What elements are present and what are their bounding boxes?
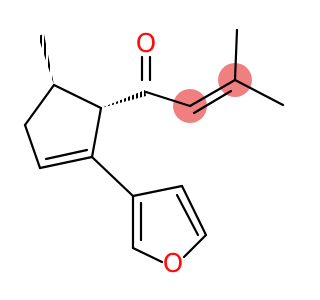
acyl-hashed-wedge [101,90,146,108]
furan-bond-c5-o [182,233,208,259]
furan-bond-c4-c5 [180,184,208,237]
alpha-beta-double-bond-outer [188,78,237,108]
methyl-hashed-wedge [38,34,54,85]
ring-bond-c3-c4 [23,123,42,170]
ring-to-furan-bond [90,155,135,198]
ring-bond-c1-c2 [90,106,103,159]
furan-oxygen-label: O [163,249,183,279]
beta-to-methyl-right-bond [233,78,285,107]
furan-double-bond-c4-c5-inner [175,193,200,237]
ring-bond-c5-c1 [52,83,103,110]
molecule-structure: O O [23,28,285,279]
ring-bond-c4-c5 [23,83,56,127]
carbonyl-oxygen-label: O [136,29,156,59]
ring-bond-c2-c3 [38,155,94,170]
furan-bond-c3-c4 [131,184,184,198]
beta-to-methyl-up-bond [233,28,239,82]
carbonyl-to-alpha-bond [144,90,192,108]
ring-double-bond-inner [44,148,89,161]
furan-bond-o-c2 [131,246,164,264]
alpha-beta-double-bond-inner [192,89,233,115]
